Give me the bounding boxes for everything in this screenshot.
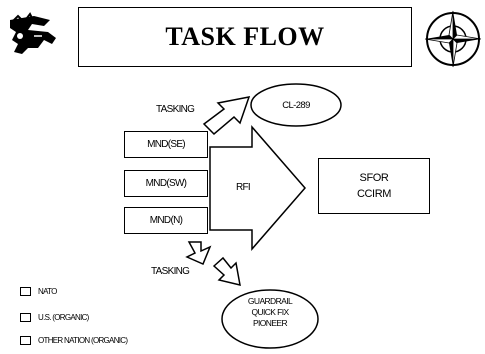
rfi-arrow	[209, 124, 306, 252]
legend-swatch	[20, 336, 31, 345]
page-title: TASK FLOW	[78, 7, 412, 67]
legend-item-us-organic: U.S. (ORGANIC)	[20, 313, 89, 322]
nato-compass-star-icon	[424, 10, 482, 68]
legend-label: U.S. (ORGANIC)	[38, 313, 89, 322]
legend-item-nato: NATO	[20, 287, 57, 296]
tasking-label-bottom: TASKING	[151, 266, 190, 277]
tasking-label-top: TASKING	[156, 104, 195, 115]
sfor-ccirm-box: SFOR CCIRM	[318, 158, 430, 214]
tasking-arrow-top	[202, 96, 251, 136]
unit-box-mnd-sw: MND(SW)	[124, 170, 208, 197]
unit-box-mnd-n: MND(N)	[124, 207, 208, 234]
legend-item-other-nation: OTHER NATION (ORGANIC)	[20, 336, 128, 345]
tasking-arrow-assets	[212, 256, 241, 286]
assets-list: GUARDRAIL QUICK FIX PIONEER	[222, 296, 318, 329]
cl289-ellipse	[250, 83, 342, 127]
asset-pioneer: PIONEER	[252, 318, 288, 328]
rfi-label: RFI	[236, 182, 251, 193]
legend-label: OTHER NATION (ORGANIC)	[38, 336, 128, 345]
asset-quick-fix: QUICK FIX	[251, 307, 289, 317]
assets-ellipse	[221, 289, 319, 349]
asset-guardrail: GUARDRAIL	[247, 296, 293, 306]
legend-label: NATO	[38, 287, 57, 296]
cl289-label: CL-289	[282, 99, 310, 111]
legend-swatch	[20, 313, 31, 322]
sfor-label: SFOR	[359, 172, 389, 184]
tasking-arrow-bottom	[185, 241, 212, 265]
ccirm-label: CCIRM	[356, 188, 392, 200]
legend-swatch	[20, 287, 31, 296]
unit-box-mnd-se: MND(SE)	[124, 131, 208, 158]
winged-lion-emblem-icon	[10, 12, 56, 54]
